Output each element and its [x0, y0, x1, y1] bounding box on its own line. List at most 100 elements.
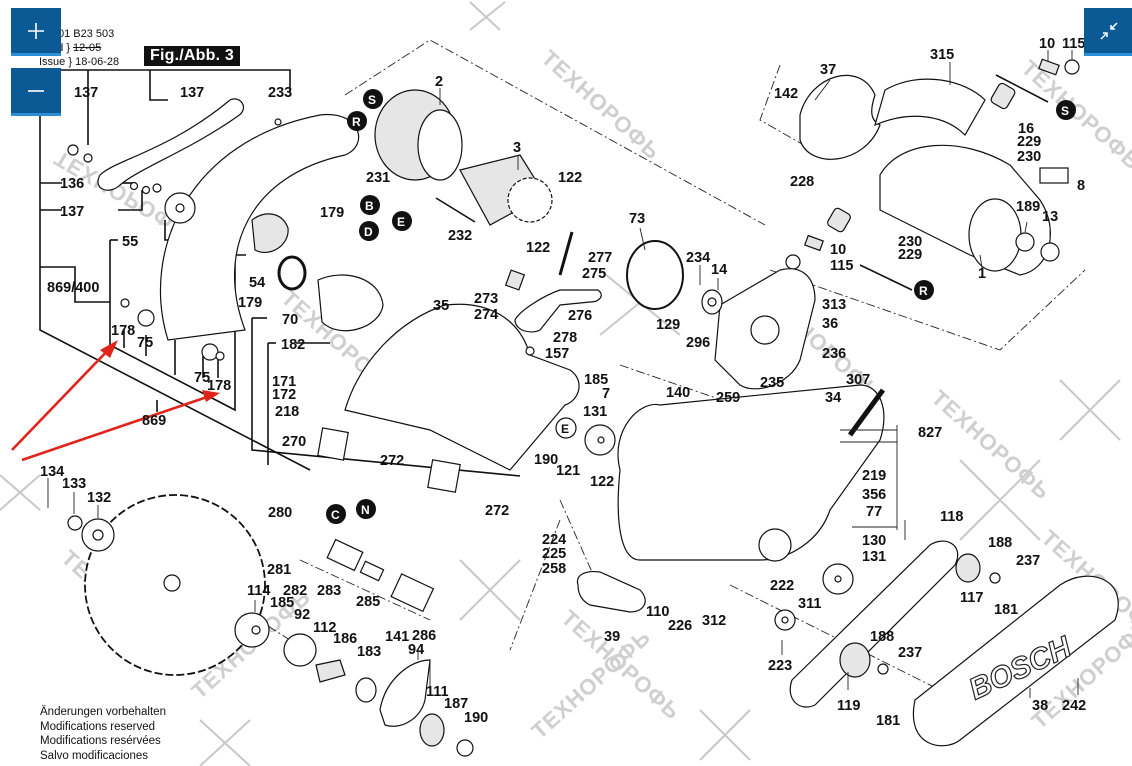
callout-e-outline [555, 417, 577, 439]
part-label: 10 [830, 242, 846, 258]
plus-icon [28, 22, 44, 39]
part-label: 185 [270, 595, 294, 611]
part-label: 179 [320, 205, 344, 221]
part-label: 258 [542, 561, 566, 577]
part-label: 137 [180, 85, 204, 101]
callout-e-label: E [397, 215, 405, 229]
part-label: 8 [1077, 178, 1085, 194]
part-label: 136 [60, 176, 84, 192]
exit-fullscreen-button[interactable] [1084, 8, 1132, 56]
part-label: 55 [122, 234, 138, 250]
part-label: 121 [556, 463, 580, 479]
collapse-arrows-icon [1100, 21, 1118, 40]
callout-s-label: S [368, 93, 376, 107]
part-label: 281 [267, 562, 291, 578]
part-label: 869 [142, 413, 166, 429]
part-label: 172 [272, 387, 296, 403]
callout-r [347, 111, 367, 131]
part-label: 94 [408, 642, 424, 658]
part-label: 242 [1062, 698, 1086, 714]
watermark-text: ТЕХНОРОФЬ [537, 45, 666, 165]
brace: } [66, 42, 74, 54]
part-label: 273 [474, 291, 498, 307]
issue-date: 18-06-28 [75, 56, 120, 68]
part-label: 137 [74, 85, 98, 101]
part-label: 10 [1039, 36, 1055, 52]
part-label: 233 [268, 85, 292, 101]
part-label: 77 [866, 504, 882, 520]
callout-d-label: D [364, 225, 373, 239]
part-label: 311 [798, 596, 821, 612]
note-en: Modifications reserved [40, 720, 156, 733]
part-label: 118 [940, 509, 963, 525]
callout-s-label: S [1061, 104, 1069, 118]
part-label: 110 [646, 604, 669, 620]
note-fr: Modifications resérvées [40, 735, 161, 747]
part-label: 278 [553, 330, 577, 346]
part-label: 237 [898, 645, 922, 661]
part-label: 39 [604, 629, 620, 645]
part-label: 14 [711, 262, 727, 278]
part-label: 229 [898, 247, 922, 263]
part-label: 3 [513, 140, 521, 156]
part-label: 225 [542, 546, 566, 562]
callout-e-outline-label: E [561, 422, 569, 436]
part-label: 356 [862, 487, 886, 503]
part-label: 183 [357, 644, 381, 660]
part-label: 283 [317, 583, 341, 599]
part-label: 130 [862, 533, 886, 549]
part-label: 7 [602, 386, 610, 402]
part-label: 1 [978, 266, 986, 282]
callouts: S R B D E S R C N E [326, 89, 1076, 524]
part-label: 869/400 [47, 280, 99, 296]
part-label: 219 [862, 468, 886, 484]
part-label: 190 [534, 452, 558, 468]
part-label: 218 [275, 404, 299, 420]
callout-e [392, 211, 412, 231]
part-label: 92 [294, 607, 310, 623]
part-label: 228 [790, 174, 814, 190]
part-label: 122 [590, 474, 614, 490]
part-label: 307 [846, 372, 870, 388]
part-label: 122 [558, 170, 582, 186]
part-label: 296 [686, 335, 710, 351]
part-label: 36 [822, 316, 838, 332]
part-label: 131 [862, 549, 886, 565]
part-label: 115 [830, 258, 853, 274]
part-label: 13 [1042, 209, 1058, 225]
part-label: 35 [433, 298, 449, 314]
part-label: 276 [568, 308, 592, 324]
part-label: 188 [988, 535, 1012, 551]
figure-title: Fig./Abb. 3 [144, 46, 240, 66]
zoom-out-button[interactable] [11, 68, 61, 116]
watermark-text: ТЕХНОРОФЬ [927, 385, 1056, 505]
annotation-arrows [11, 340, 220, 462]
part-label: 73 [629, 211, 645, 227]
part-label: 75 [194, 370, 210, 386]
part-label: 282 [283, 583, 307, 599]
part-label: 230 [898, 234, 922, 250]
part-label: 232 [448, 228, 472, 244]
part-shapes: BOSCH [67, 58, 1119, 757]
part-label: 114 [247, 583, 270, 599]
part-label: 275 [582, 266, 606, 282]
zoom-in-button[interactable] [11, 8, 61, 56]
part-label: 313 [822, 297, 846, 313]
part-label: 157 [545, 346, 569, 362]
callout-n-label: N [361, 503, 370, 517]
part-label: 34 [825, 390, 841, 406]
part-label: 226 [668, 618, 692, 634]
part-label: 236 [822, 346, 846, 362]
part-label: 112 [313, 620, 336, 636]
note-de: Änderungen vorbehalten [40, 706, 166, 718]
callout-r-label: R [352, 115, 361, 129]
part-label: 237 [1016, 553, 1040, 569]
part-label: 272 [380, 453, 404, 469]
callout-c [326, 504, 346, 524]
part-label: 190 [464, 710, 488, 726]
callout-b-label: B [365, 199, 374, 213]
part-label: 37 [820, 62, 836, 78]
part-label: 827 [918, 425, 942, 441]
callout-b [360, 195, 380, 215]
part-label: 280 [268, 505, 292, 521]
